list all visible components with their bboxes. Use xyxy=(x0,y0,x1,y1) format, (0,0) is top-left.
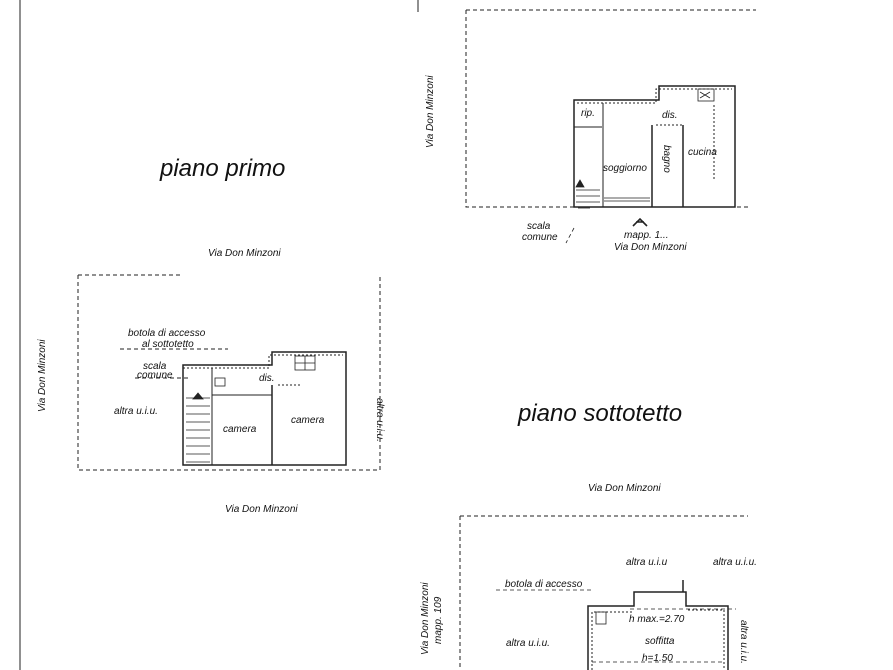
piano-terra-stair xyxy=(575,179,600,209)
entrance-arrow-icon xyxy=(632,217,648,227)
botola-label: botola di accesso xyxy=(505,579,583,590)
piano-terra-lot-outline xyxy=(465,9,756,208)
h150-label: h=1.50 xyxy=(642,653,673,664)
dis-label: dis. xyxy=(259,373,275,384)
bagno-label: bagno xyxy=(661,145,672,173)
camera-1-label: camera xyxy=(223,424,257,435)
dis-label: dis. xyxy=(662,110,678,121)
botola-hatch xyxy=(214,377,226,387)
altra-uiu-left: altra u.i.u. xyxy=(506,638,550,649)
piano-terra-street-left: Via Don Minzoni xyxy=(425,75,436,148)
soffitta-walls xyxy=(587,580,729,670)
mapp-109-label: mapp. 109 xyxy=(433,596,444,644)
botola-hatch xyxy=(595,611,607,625)
botola-label-2: al sottotetto xyxy=(142,339,194,350)
soffitta-label: soffitta xyxy=(645,636,675,647)
piano-primo-street-left: Via Don Minzoni xyxy=(37,339,48,412)
scala-label-1: scala xyxy=(527,221,551,232)
mapp-label: mapp. 1... xyxy=(624,230,668,241)
piano-primo-plan: piano primo Via Don Minzoni Via Don Minz… xyxy=(37,155,385,515)
soggiorno-label: soggiorno xyxy=(603,163,647,174)
hmax-label: h max.=2.70 xyxy=(629,614,685,625)
piano-terra-plan: Via Don Minzoni Via Don Minzoni rip. dis… xyxy=(425,9,756,253)
cucina-fixture xyxy=(697,88,715,102)
piano-primo-title: piano primo xyxy=(159,155,285,182)
altra-uiu-left-label: altra u.i.u. xyxy=(114,406,158,417)
piano-sottotetto-street-left: Via Don Minzoni xyxy=(420,582,431,655)
piano-primo-unit-walls xyxy=(182,351,347,466)
scala-label-2: comune xyxy=(137,370,173,381)
altra-uiu-top-1: altra u.i.u xyxy=(626,557,668,568)
piano-sottotetto-title: piano sottotetto xyxy=(517,400,682,427)
piano-primo-inner-walls xyxy=(183,354,343,369)
camera-corner-fixture xyxy=(294,355,316,371)
piano-sottotetto-street-top: Via Don Minzoni xyxy=(588,483,661,494)
botola-label-1: botola di accesso xyxy=(128,328,206,339)
piano-primo-street-top: Via Don Minzoni xyxy=(208,248,281,259)
piano-sottotetto-lot-outline xyxy=(459,515,748,670)
altra-uiu-top-2: altra u.i.u. xyxy=(713,557,757,568)
piano-terra-inner-walls xyxy=(577,88,732,104)
piano-primo-lot-outline xyxy=(77,274,381,471)
altra-uiu-right-label: altra u.i.u. xyxy=(374,398,385,442)
camera-2-label: camera xyxy=(291,415,325,426)
soffitta-inner-walls xyxy=(591,609,725,670)
scala-label-2: comune xyxy=(522,232,558,243)
rip-label: rip. xyxy=(581,108,595,119)
piano-terra-unit-walls xyxy=(573,85,736,208)
altra-uiu-right: altra u.i.u. xyxy=(738,620,749,664)
cucina-label: cucina xyxy=(688,147,717,158)
scala-leader xyxy=(565,227,575,244)
scala-comune-stair xyxy=(186,392,210,463)
piano-sottotetto-plan: piano sottotetto Via Don Minzoni Via Don… xyxy=(420,400,757,670)
window-south xyxy=(604,197,650,202)
piano-primo-street-bottom: Via Don Minzoni xyxy=(225,504,298,515)
piano-terra-street-bottom: Via Don Minzoni xyxy=(614,242,687,253)
scala-label-1: scala xyxy=(143,361,167,372)
